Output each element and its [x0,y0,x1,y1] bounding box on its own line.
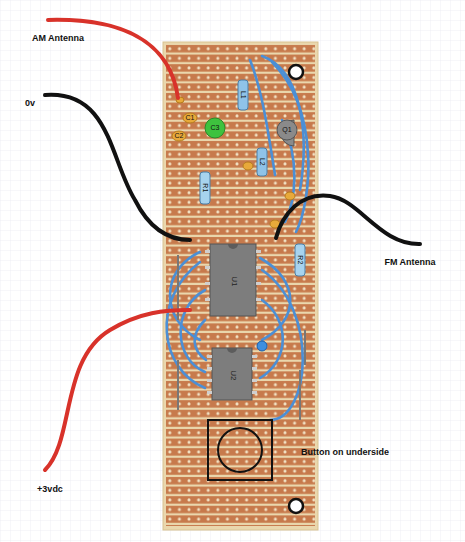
part-label: L2 [258,158,266,166]
components [172,80,305,480]
resistor-r2 [295,244,305,276]
ic-u1 [210,244,256,316]
capacitor [285,192,295,200]
stripboard [163,42,318,530]
ic-u2 [212,348,252,400]
part-label: L1 [239,91,247,99]
note-label: Button on underside [301,448,389,458]
capacitor-c3 [205,118,225,138]
part-label: C2 [175,132,184,140]
part-label: R2 [296,256,304,265]
mounting-hole [289,499,303,513]
part-label: Q1 [282,126,291,134]
copper-strips [166,44,315,526]
wire-label: FM Antenna [384,258,435,268]
capacitor-c2 [172,131,186,141]
inductor-l1 [238,80,248,110]
mounting-hole [289,65,303,79]
ic-label: U2 [228,370,237,380]
resistor-r1 [200,172,210,204]
ic-label: U1 [229,276,238,286]
transistor-q1 [277,120,297,140]
wire-label: AM Antenna [32,34,84,44]
wire-label: +3vdc [37,485,63,495]
part-label: R1 [201,184,209,193]
push-button [208,420,272,480]
capacitor [257,341,267,351]
power-and-antenna-wires [45,20,420,470]
part-label: C3 [211,124,220,132]
capacitor-c1 [183,113,197,123]
capacitor [243,162,253,170]
part-label: C1 [186,114,195,122]
inductor-l2 [257,148,267,176]
wire-label: 0v [25,99,35,109]
